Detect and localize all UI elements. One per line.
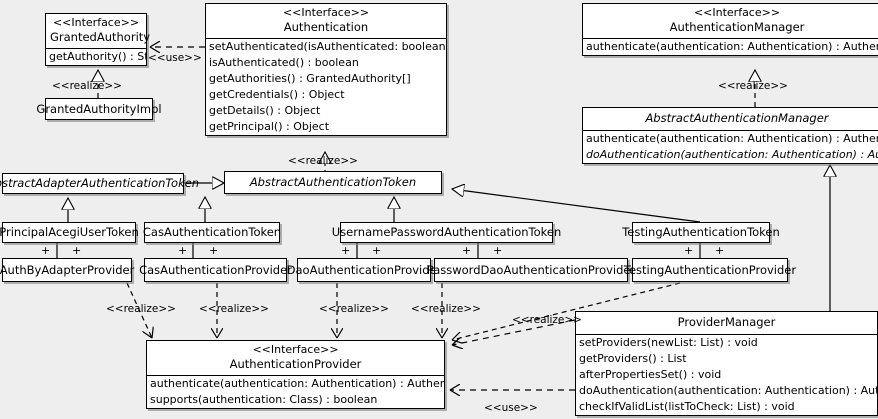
assoc-plus-marker: + — [72, 244, 82, 257]
operations-compartment: authenticate(authentication: Authenticat… — [147, 375, 444, 408]
operations-compartment: setProviders(newList: List) : void getPr… — [576, 334, 877, 415]
class-name: PasswordDaoAuthenticationProvider — [426, 262, 636, 277]
class-granted-authority-impl[interactable]: GrantedAuthorityImpl — [36, 98, 162, 120]
operation: doAuthentication(authentication: Authent… — [586, 148, 878, 161]
class-name: UsernamePasswordAuthenticationToken — [331, 225, 562, 239]
edge-label-use-provider-manager: <<use>> — [484, 402, 538, 414]
operations-compartment: authenticate(authentication: Authenticat… — [583, 38, 878, 55]
class-principal-acegi-user-token[interactable]: PrincipalAcegiUserToken — [0, 222, 139, 243]
class-name: AbstractAuthenticationManager — [645, 111, 829, 125]
assoc-plus-marker: + — [372, 244, 382, 257]
class-name: AuthenticationProvider — [229, 357, 362, 371]
operation: getAuthorities() : GrantedAuthority[] — [209, 72, 411, 85]
operation: authenticate(authentication: Authenticat… — [586, 132, 878, 145]
class-provider-manager[interactable]: ProviderManager setProviders(newList: Li… — [575, 311, 878, 416]
class-abstract-authentication-manager[interactable]: AbstractAuthenticationManager authentica… — [582, 107, 878, 164]
edge-label-realize-authentication-token: <<realize>> — [288, 155, 358, 167]
operation: doAuthentication(authentication: Authent… — [579, 384, 877, 397]
class-header: ProviderManager — [576, 312, 877, 334]
operation: getDetails() : Object — [209, 104, 321, 117]
class-name: AuthenticationManager — [669, 20, 805, 34]
operation: getAuthority() : String — [49, 50, 146, 63]
operation: setAuthenticated(isAuthenticated: boolea… — [209, 40, 446, 53]
operation: isAuthenticated() : boolean — [209, 56, 359, 69]
edge-label-realize-abstract-authentication-manager: <<realize>> — [718, 80, 788, 92]
operation: getCredentials() : Object — [209, 88, 345, 101]
stereotype-label: <<Interface>> — [282, 6, 370, 19]
assoc-plus-marker: + — [41, 244, 51, 257]
edge-label-use-authentication-grantedauthority: <<use>> — [148, 52, 202, 64]
class-header: <<Interface>> AuthenticationManager — [583, 4, 878, 38]
class-password-dao-authentication-provider[interactable]: PasswordDaoAuthenticationProvider — [427, 258, 635, 282]
class-header: <<Interface>> GrantedAuthority — [46, 14, 151, 48]
operation: getPrincipal() : Object — [209, 120, 330, 133]
stereotype-label: <<Interface>> — [252, 343, 339, 356]
edge-label-realize-auth-by-adapter: <<realize>> — [106, 303, 176, 315]
edge-label-realize-cas-provider: <<realize>> — [199, 303, 269, 315]
edge-label-realize-testing-provider: <<realize>> — [512, 314, 582, 326]
class-testing-authentication-token[interactable]: TestingAuthenticationToken — [622, 222, 780, 243]
edge-label-realize-dao-provider: <<realize>> — [319, 303, 389, 315]
class-auth-by-adapter-provider[interactable]: AuthByAdapterProvider — [0, 258, 134, 282]
class-name: TestingAuthenticationToken — [622, 225, 780, 239]
class-name: CasAuthenticationToken — [142, 225, 282, 239]
class-name: PrincipalAcegiUserToken — [0, 225, 139, 239]
operations-compartment: setAuthenticated(isAuthenticated: boolea… — [206, 38, 446, 135]
class-name: Authentication — [283, 20, 369, 34]
class-name: AbstractAdapterAuthenticationToken — [0, 176, 200, 190]
class-name: DaoAuthenticationProvider — [286, 262, 442, 277]
class-name: AuthByAdapterProvider — [0, 262, 135, 277]
class-name: ProviderManager — [677, 315, 776, 329]
class-name: CasAuthenticationProvider — [139, 262, 292, 277]
class-authentication[interactable]: <<Interface>> Authentication setAuthenti… — [205, 3, 447, 136]
operations-compartment: getAuthority() : String — [46, 48, 146, 65]
class-abstract-adapter-authentication-token[interactable]: AbstractAdapterAuthenticationToken — [0, 173, 199, 194]
assoc-plus-marker: + — [178, 244, 188, 257]
operation: authenticate(authentication: Authenticat… — [150, 377, 444, 390]
operation: authenticate(authentication: Authenticat… — [586, 40, 878, 53]
stereotype-label: <<Interface>> — [52, 16, 140, 29]
assoc-plus-marker: + — [493, 244, 503, 257]
assoc-plus-marker: + — [341, 244, 351, 257]
class-name: AbstractAuthenticationToken — [249, 175, 417, 189]
class-header: <<Interface>> AuthenticationProvider — [147, 341, 444, 375]
class-username-password-authentication-token[interactable]: UsernamePasswordAuthenticationToken — [332, 222, 561, 243]
operation: checkIfValidList(listToCheck: List) : vo… — [579, 400, 795, 413]
class-name: TestingAuthenticationProvider — [623, 262, 797, 277]
class-granted-authority[interactable]: <<Interface>> GrantedAuthority getAuthor… — [45, 13, 151, 66]
class-abstract-authentication-token[interactable]: AbstractAuthenticationToken — [224, 171, 442, 194]
operation: afterPropertiesSet() : void — [579, 368, 722, 381]
assoc-plus-marker: + — [715, 244, 725, 257]
class-header: AbstractAuthenticationManager — [583, 108, 878, 130]
class-authentication-manager[interactable]: <<Interface>> AuthenticationManager auth… — [582, 3, 878, 56]
class-name: GrantedAuthority — [50, 30, 151, 44]
edge-label-realize-grantedauthorityimpl: <<realize>> — [52, 80, 122, 92]
stereotype-label: <<Interface>> — [693, 6, 781, 19]
operations-compartment: authenticate(authentication: Authenticat… — [583, 130, 878, 163]
class-testing-authentication-provider[interactable]: TestingAuthenticationProvider — [624, 258, 796, 282]
operation: getProviders() : List — [579, 352, 687, 365]
class-header: <<Interface>> Authentication — [206, 4, 446, 38]
edge-label-realize-password-dao-provider: <<realize>> — [411, 303, 481, 315]
assoc-plus-marker: + — [684, 244, 694, 257]
class-cas-authentication-provider[interactable]: CasAuthenticationProvider — [139, 258, 292, 282]
class-name: GrantedAuthorityImpl — [36, 101, 162, 116]
assoc-plus-marker: + — [209, 244, 219, 257]
class-dao-authentication-provider[interactable]: DaoAuthenticationProvider — [287, 258, 441, 282]
class-authentication-provider[interactable]: <<Interface>> AuthenticationProvider aut… — [146, 340, 445, 409]
operation: setProviders(newList: List) : void — [579, 336, 758, 349]
class-cas-authentication-token[interactable]: CasAuthenticationToken — [143, 222, 281, 243]
assoc-plus-marker: + — [462, 244, 472, 257]
operation: supports(authentication: Class) : boolea… — [150, 393, 378, 406]
